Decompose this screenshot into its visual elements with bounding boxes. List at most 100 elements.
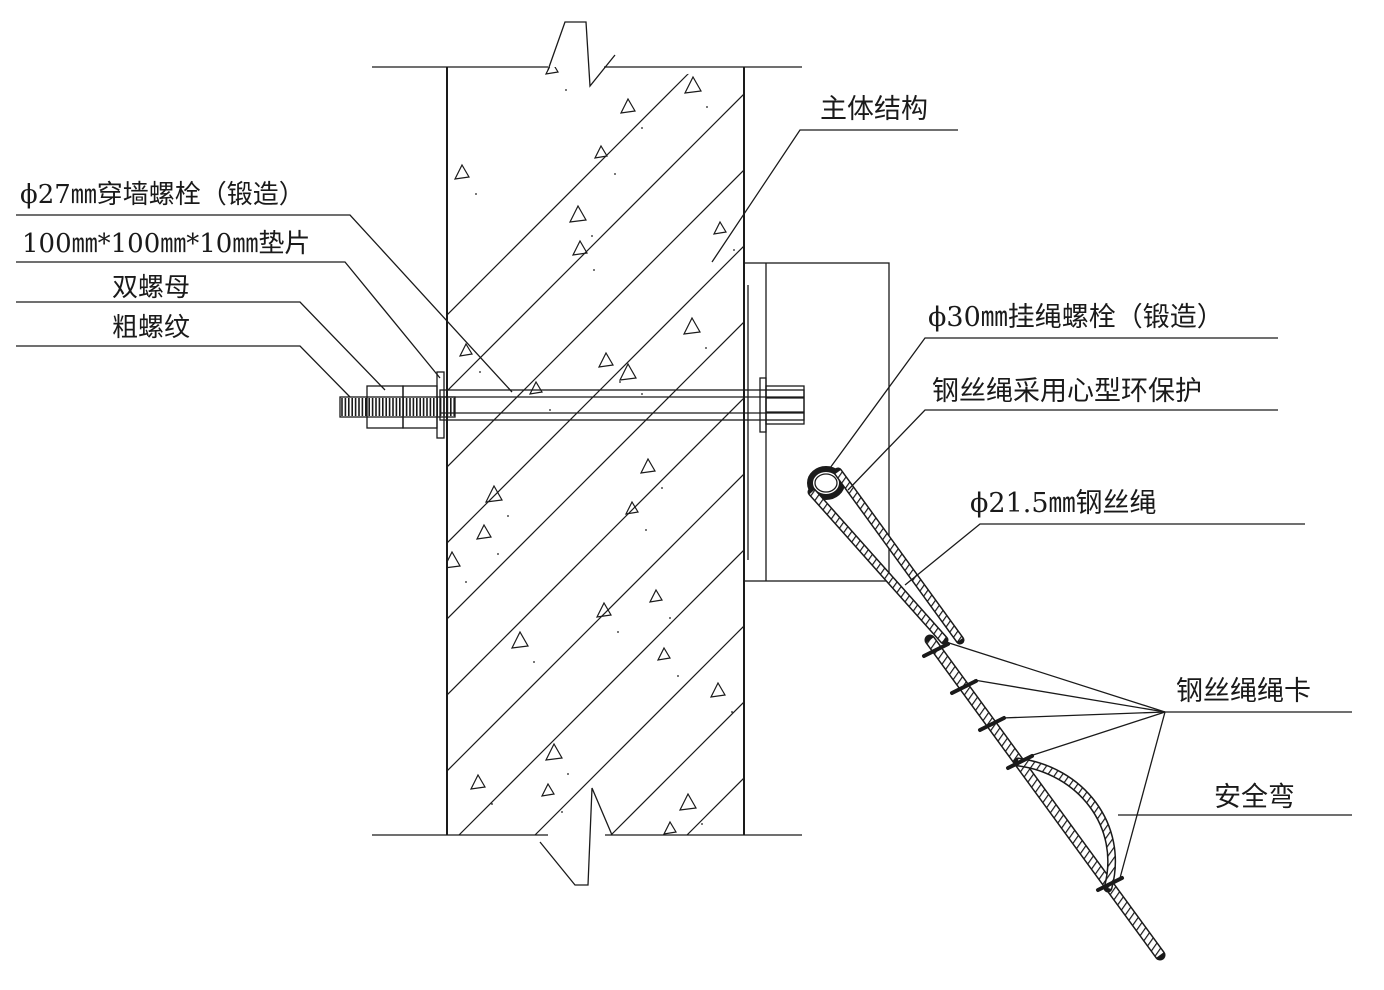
break-line-bottom: [539, 787, 613, 886]
hatch-line: [447, 67, 744, 835]
aggregate-dot: [617, 631, 619, 633]
aggregate-mark: [639, 457, 656, 474]
aggregate-dot: [593, 269, 595, 271]
aggregate-mark: [568, 204, 587, 223]
aggregate-dot: [561, 811, 563, 813]
aggregate-mark: [619, 97, 636, 114]
aggregate-dot: [533, 661, 535, 663]
leader-wire-rope: [904, 523, 1305, 586]
aggregate-dot: [565, 89, 567, 91]
aggregate-dot: [669, 617, 671, 619]
aggregate-mark: [510, 630, 529, 649]
aggregate-mark: [528, 380, 543, 395]
label-safety-bend: 安全弯: [1214, 782, 1295, 813]
label-double-nut: 双螺母: [112, 273, 190, 303]
aggregate-dot: [479, 371, 481, 373]
aggregate-mark: [712, 220, 727, 235]
aggregate-mark: [648, 588, 663, 603]
aggregate-dot: [677, 675, 679, 677]
aggregate-mark: [540, 782, 555, 797]
hatch-line: [447, 67, 744, 835]
aggregate-mark: [484, 484, 503, 503]
hatch-line: [447, 67, 744, 835]
label-wire-rope: ϕ21.5㎜钢丝绳: [970, 488, 1157, 519]
hatch-line: [534, 67, 744, 835]
aggregate-mark: [469, 773, 486, 790]
leader-hanging-bolt: [829, 337, 1278, 469]
leader-coarse-thread: [16, 345, 351, 398]
aggregate-dot: [497, 553, 499, 555]
hatch-line: [458, 67, 744, 835]
aggregate-dot: [549, 409, 551, 411]
aggregate-mark: [593, 144, 608, 159]
aggregate-dot: [475, 193, 477, 195]
aggregate-dot: [645, 529, 647, 531]
through-wall-bolt: [339, 371, 805, 439]
leader-thimble: [847, 409, 1278, 491]
leader-washer: [16, 261, 441, 379]
nut-right: [765, 385, 805, 425]
wire-rope-assembly: [807, 466, 1166, 961]
aggregate-mark: [656, 646, 671, 661]
label-wall-bolt: ϕ27㎜穿墙螺栓（锻造）: [20, 180, 305, 210]
washer-right: [759, 377, 767, 433]
leader-wall-bolt: [16, 214, 513, 393]
aggregate-mark: [618, 362, 637, 381]
aggregate-mark: [709, 681, 726, 698]
wall-hatching: [447, 67, 1384, 835]
aggregate-mark: [544, 742, 563, 761]
label-rope-clip: 钢丝绳绳卡: [1176, 676, 1311, 707]
aggregate-dot: [465, 581, 467, 583]
label-coarse-thread: 粗螺纹: [112, 313, 190, 343]
break-line-top: [547, 21, 616, 88]
aggregate-dot: [706, 106, 708, 108]
hatch-line: [686, 67, 744, 835]
leader-main-structure: [711, 129, 958, 263]
aggregate-mark: [678, 792, 697, 811]
aggregate-mark: [544, 67, 559, 75]
hatch-line: [447, 67, 744, 835]
aggregate-dot: [701, 823, 703, 825]
rope-clips: [922, 642, 1124, 892]
wall-aggregate: [447, 67, 735, 851]
aggregate-dot: [507, 515, 509, 517]
aggregate-dot: [641, 127, 643, 129]
aggregate-dot: [567, 773, 569, 775]
aggregate-dot: [683, 849, 685, 851]
aggregate-dot: [619, 381, 621, 383]
aggregate-mark: [624, 500, 639, 515]
aggregate-dot: [591, 235, 593, 237]
hatch-line: [447, 67, 696, 835]
hatch-line: [839, 67, 1384, 835]
aggregate-mark: [571, 239, 588, 256]
aggregate-mark: [597, 351, 614, 368]
hatch-line: [610, 67, 744, 835]
aggregate-dot: [733, 249, 735, 251]
concrete-wall: [372, 21, 1384, 886]
hatch-line: [447, 67, 744, 835]
aggregate-mark: [458, 342, 473, 357]
aggregate-mark: [662, 820, 677, 835]
leader-double-nut: [16, 301, 386, 391]
label-hanging-bolt: ϕ30㎜挂绳螺栓（锻造）: [928, 302, 1224, 333]
aggregate-mark: [595, 601, 612, 618]
hatch-line: [447, 67, 744, 835]
aggregate-dot: [641, 393, 643, 395]
aggregate-dot: [731, 711, 733, 713]
aggregate-dot: [614, 173, 616, 175]
aggregate-dot: [661, 487, 663, 489]
aggregate-mark: [682, 316, 701, 335]
leader-lines: [16, 129, 1352, 879]
aggregate-mark: [453, 163, 470, 180]
coarse-thread: [339, 396, 456, 418]
aggregate-mark: [683, 75, 702, 94]
hatch-line: [763, 67, 1384, 835]
aggregate-mark: [475, 523, 492, 540]
label-thimble-protection: 钢丝绳采用心型环保护: [932, 376, 1202, 407]
aggregate-dot: [705, 347, 707, 349]
labels: 主体结构 ϕ27㎜穿墙螺栓（锻造） 100㎜*100㎜*10㎜垫片 双螺母 粗螺…: [20, 94, 1311, 813]
label-main-structure: 主体结构: [820, 94, 928, 125]
label-washer: 100㎜*100㎜*10㎜垫片: [22, 229, 310, 259]
aggregate-dot: [491, 803, 493, 805]
